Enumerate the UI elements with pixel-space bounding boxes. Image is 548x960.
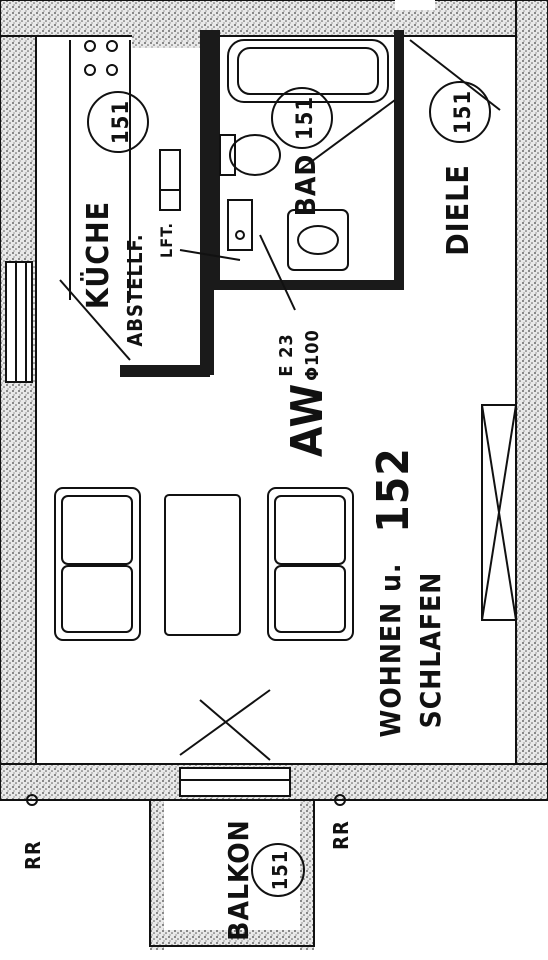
sofa-left [54,487,141,641]
balcony-outline [149,799,315,950]
room-label-balcony: BALKON [222,819,255,941]
room-label-kitchen: KÜCHE [79,201,116,309]
annotation-lft: LFT. [157,222,176,258]
room-label-living-line2: SCHLAFEN [414,572,447,729]
window-left [5,261,33,383]
room-label-hall: DIELE [441,164,476,256]
rr-marker-left [26,794,38,806]
hall-door [299,39,501,171]
bathtub [227,39,389,103]
tag-kitchen: 151 [87,91,149,153]
toilet [219,134,281,176]
tag-bath: 151 [271,87,333,149]
annotation-rr-left: RR [21,840,45,870]
inner-walls [120,30,404,377]
annotation-pipe-dim: Φ100 [302,329,323,381]
washbasin [287,209,349,271]
tag-hall: 151 [429,81,491,143]
wardrobe [481,404,517,621]
room-label-living-line1: WOHNEN u. [374,563,407,738]
room-label-storage: ABSTELLF. [123,233,147,346]
sofa-right [267,487,354,641]
svg-text:151: 151 [268,850,292,891]
stove [59,40,181,361]
annotation-rr-right: RR [329,820,353,850]
unit-number: 152 [368,447,419,533]
unit-type: AW [282,383,333,457]
rr-marker-right [334,794,346,806]
annotation-pipe-code: E 23 [276,333,297,376]
balcony-door [179,689,291,797]
svg-text:151: 151 [293,96,318,140]
svg-text:151: 151 [109,100,134,144]
room-label-bath: BAD [289,154,322,217]
svg-text:151: 151 [451,90,476,134]
table [164,494,241,636]
vent-box [179,199,296,311]
tag-balcony: 151 [251,843,305,897]
